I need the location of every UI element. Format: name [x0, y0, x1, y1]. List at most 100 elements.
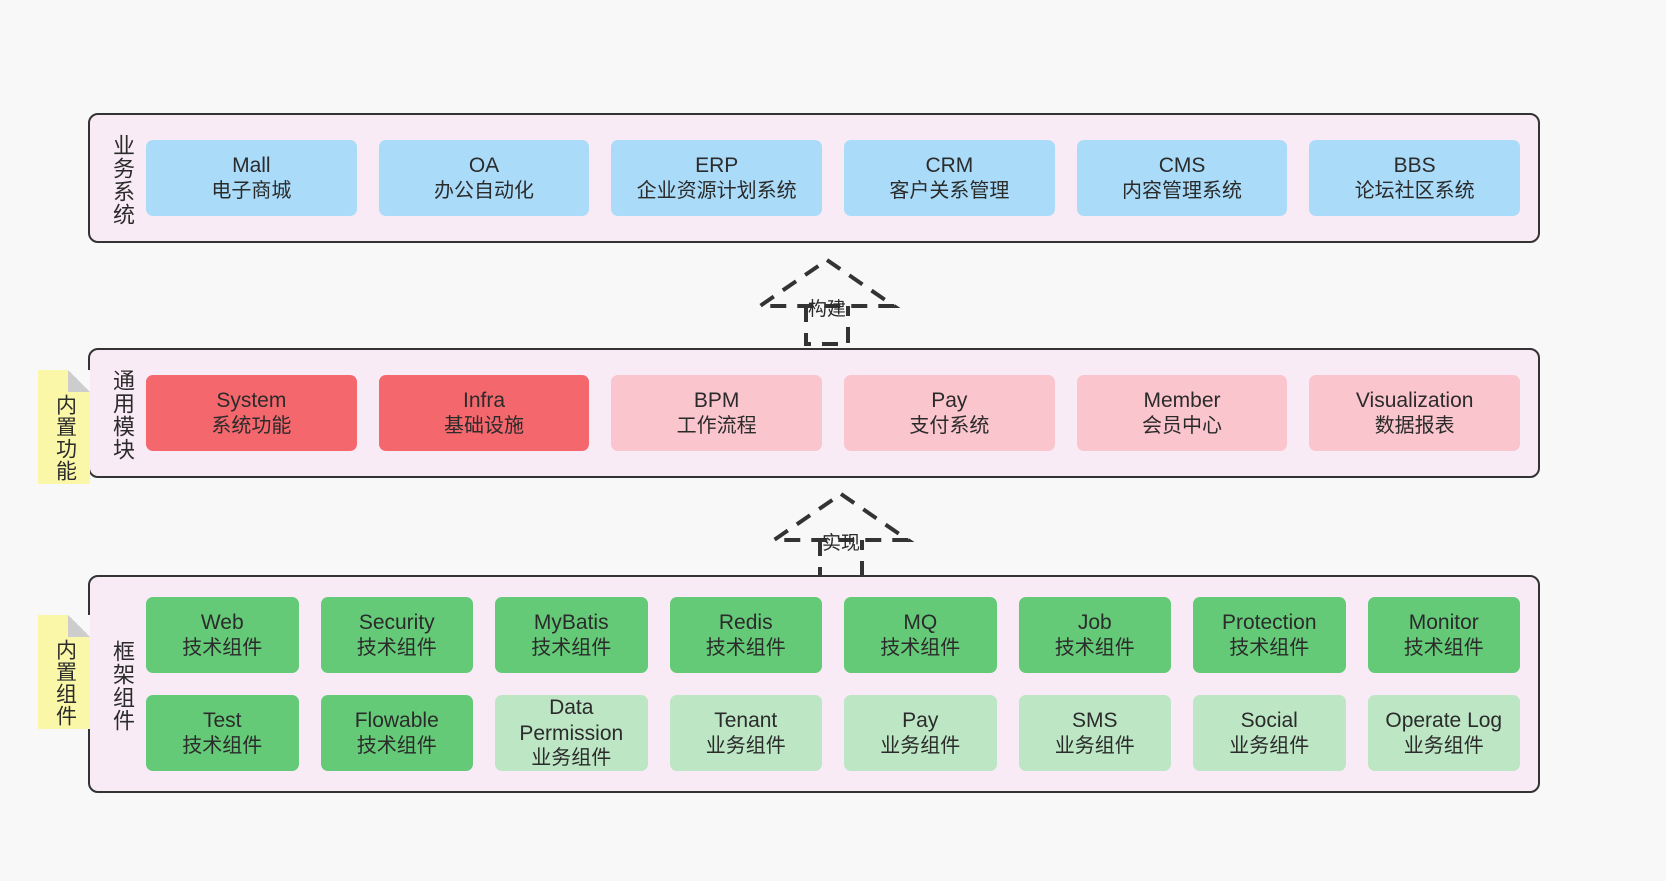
component-card-redis[interactable]: Redis 技术组件 [669, 597, 822, 673]
module-card-infra-cn: 基础设施 [444, 414, 524, 437]
arrow-implement-label: 实现 [821, 533, 861, 554]
component-card-pay[interactable]: Pay 业务组件 [844, 695, 997, 771]
component-card-flowable-en: Flowable [354, 709, 439, 732]
business-card-mall[interactable]: Mall 电子商城 [146, 140, 357, 216]
business-systems-row: Mall 电子商城 OA 办公自动化 ERP 企业资源计划系统 CRM 客户关系… [146, 140, 1521, 216]
component-card-security[interactable]: Security 技术组件 [320, 597, 473, 673]
business-card-oa-en: OA [468, 154, 500, 177]
framework-components-row-biz: Test 技术组件 Flowable 技术组件 Data Permission … [146, 695, 1520, 771]
component-card-sms[interactable]: SMS 业务组件 [1018, 695, 1171, 771]
component-card-job[interactable]: Job 技术组件 [1018, 597, 1171, 673]
component-card-operate-log-cn: 业务组件 [1403, 734, 1484, 757]
module-card-member[interactable]: Member 会员中心 [1076, 375, 1288, 451]
component-card-flowable-cn: 技术组件 [356, 734, 437, 757]
component-card-mq-cn: 技术组件 [880, 636, 961, 659]
business-card-crm-en: CRM [925, 154, 974, 177]
module-card-visualization[interactable]: Visualization 数据报表 [1309, 375, 1521, 451]
component-card-data-permission-en: Data Permission [519, 696, 624, 745]
component-card-test[interactable]: Test 技术组件 [146, 695, 299, 771]
component-card-job-en: Job [1077, 611, 1112, 634]
component-card-data-permission[interactable]: Data Permission 业务组件 [495, 695, 648, 771]
component-card-tenant-en: Tenant [714, 709, 778, 732]
component-card-web-cn: 技术组件 [182, 636, 263, 659]
note-builtin-component: 内置组件 [38, 615, 90, 729]
business-card-crm-cn: 客户关系管理 [889, 179, 1010, 202]
arrow-build-label: 构建 [807, 299, 847, 320]
component-card-operate-log[interactable]: Operate Log 业务组件 [1367, 695, 1520, 771]
component-card-protection-en: Protection [1221, 611, 1317, 634]
component-card-data-permission-cn: 业务组件 [531, 747, 612, 770]
component-card-monitor[interactable]: Monitor 技术组件 [1367, 597, 1520, 673]
business-card-crm[interactable]: CRM 客户关系管理 [844, 140, 1055, 216]
layer-business-systems: 业务系统 Mall 电子商城 OA 办公自动化 ERP 企业资源计划系统 CRM… [88, 113, 1540, 243]
business-card-oa[interactable]: OA 办公自动化 [378, 140, 590, 216]
module-card-infra-en: Infra [462, 389, 506, 412]
arrow-build-head [753, 257, 901, 308]
module-card-system-cn: 系统功能 [211, 414, 292, 437]
business-card-erp-cn: 企业资源计划系统 [636, 179, 797, 202]
component-card-pay-en: Pay [902, 709, 939, 732]
module-card-visualization-en: Visualization [1355, 389, 1474, 412]
component-card-job-cn: 技术组件 [1054, 636, 1135, 659]
layer-common-modules-body: System 系统功能 Infra 基础设施 BPM 工作流程 Pay 支付系统… [136, 350, 1538, 476]
component-card-redis-en: Redis [718, 611, 773, 634]
component-card-operate-log-en: Operate Log [1385, 709, 1503, 732]
business-card-cms[interactable]: CMS 内容管理系统 [1076, 140, 1288, 216]
business-card-bbs-cn: 论坛社区系统 [1354, 179, 1475, 202]
arrow-build: 构建 [753, 257, 901, 346]
component-card-mybatis[interactable]: MyBatis 技术组件 [495, 597, 648, 673]
component-card-mq[interactable]: MQ 技术组件 [844, 597, 997, 673]
component-card-monitor-cn: 技术组件 [1403, 636, 1484, 659]
business-card-erp-en: ERP [695, 154, 739, 177]
framework-components-row-tech: Web 技术组件 Security 技术组件 MyBatis 技术组件 Redi… [146, 597, 1520, 673]
layer-framework-components-title: 框架组件 [110, 640, 135, 732]
component-card-flowable[interactable]: Flowable 技术组件 [320, 695, 473, 771]
common-modules-row: System 系统功能 Infra 基础设施 BPM 工作流程 Pay 支付系统… [146, 375, 1521, 451]
component-card-social-cn: 业务组件 [1229, 734, 1310, 757]
component-card-web[interactable]: Web 技术组件 [146, 597, 299, 673]
component-card-web-en: Web [200, 611, 244, 634]
module-card-member-en: Member [1143, 389, 1221, 412]
component-card-tenant-cn: 业务组件 [705, 734, 786, 757]
component-card-tenant[interactable]: Tenant 业务组件 [669, 695, 822, 771]
component-card-test-cn: 技术组件 [182, 734, 263, 757]
component-card-protection-cn: 技术组件 [1229, 636, 1310, 659]
component-card-mybatis-cn: 技术组件 [531, 636, 612, 659]
layer-business-systems-title: 业务系统 [110, 134, 135, 226]
business-card-bbs-en: BBS [1393, 154, 1436, 177]
business-card-cms-cn: 内容管理系统 [1122, 179, 1243, 202]
component-card-security-en: Security [358, 611, 435, 634]
business-card-mall-en: Mall [232, 154, 271, 177]
arrow-implement-head [767, 491, 915, 542]
note-builtin-function: 内置功能 [38, 370, 90, 484]
module-card-pay[interactable]: Pay 支付系统 [844, 375, 1055, 451]
component-card-monitor-en: Monitor [1408, 611, 1479, 634]
component-card-protection[interactable]: Protection 技术组件 [1193, 597, 1346, 673]
business-card-bbs[interactable]: BBS 论坛社区系统 [1309, 140, 1521, 216]
business-card-cms-en: CMS [1158, 154, 1206, 177]
module-card-pay-en: Pay [931, 389, 968, 412]
component-card-social[interactable]: Social 业务组件 [1193, 695, 1346, 771]
layer-framework-components-body: Web 技术组件 Security 技术组件 MyBatis 技术组件 Redi… [136, 577, 1538, 791]
arrow-implement: 实现 [767, 491, 915, 580]
layer-business-systems-body: Mall 电子商城 OA 办公自动化 ERP 企业资源计划系统 CRM 客户关系… [136, 115, 1538, 241]
module-card-system-en: System [216, 389, 287, 412]
layer-common-modules-title: 通用模块 [110, 369, 135, 461]
business-card-erp[interactable]: ERP 企业资源计划系统 [611, 140, 823, 216]
layer-framework-components: 框架组件 Web 技术组件 Security 技术组件 MyBatis 技术组件… [88, 575, 1540, 793]
module-card-pay-cn: 支付系统 [909, 414, 990, 437]
component-card-social-en: Social [1240, 709, 1298, 732]
module-card-infra[interactable]: Infra 基础设施 [378, 375, 590, 451]
arrow-build-stem [804, 306, 850, 346]
module-card-bpm-en: BPM [693, 389, 740, 412]
business-card-mall-cn: 电子商城 [211, 179, 292, 202]
component-card-sms-cn: 业务组件 [1054, 734, 1135, 757]
module-card-system[interactable]: System 系统功能 [146, 375, 357, 451]
layer-common-modules: 通用模块 System 系统功能 Infra 基础设施 BPM 工作流程 Pay… [88, 348, 1540, 478]
component-card-mybatis-en: MyBatis [533, 611, 609, 634]
module-card-member-cn: 会员中心 [1142, 414, 1223, 437]
component-card-mq-en: MQ [903, 611, 938, 634]
module-card-bpm[interactable]: BPM 工作流程 [611, 375, 823, 451]
module-card-bpm-cn: 工作流程 [676, 414, 757, 437]
